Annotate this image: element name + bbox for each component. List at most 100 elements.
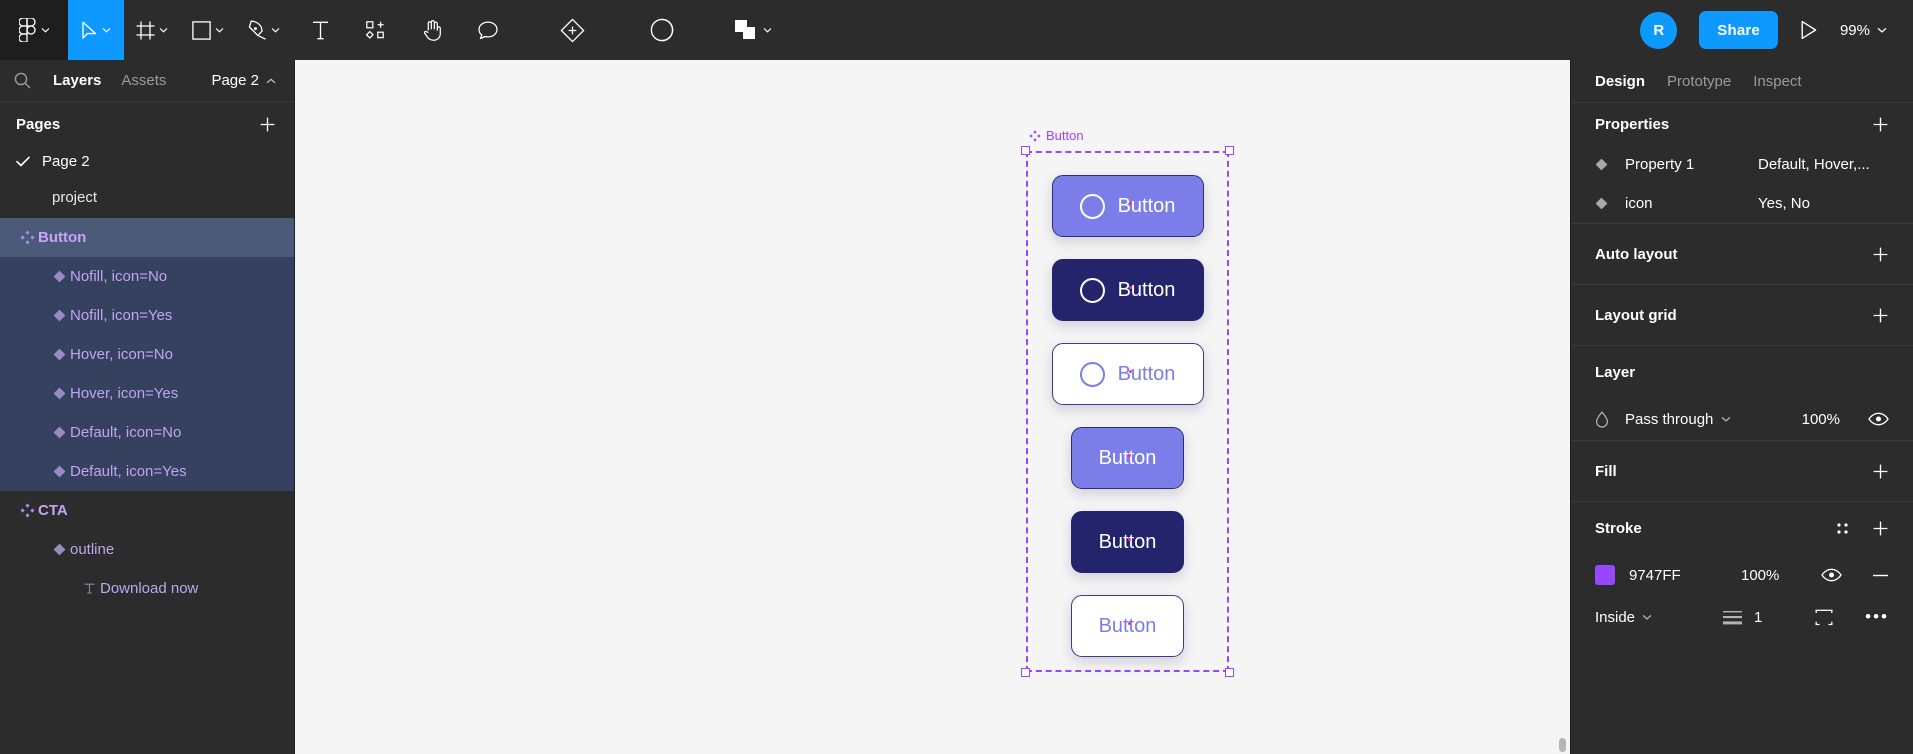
stroke-color-swatch[interactable] [1595,565,1615,585]
property-row-icon[interactable]: icon Yes, No [1571,184,1913,223]
add-layout-grid-button[interactable] [1872,307,1889,324]
add-property-button[interactable] [1872,116,1889,133]
stroke-weight-group[interactable]: 1 [1723,609,1762,626]
layer-row-variant-hover-icon-no[interactable]: Hover, icon=No [0,335,294,374]
button-variant-hover-icon-yes[interactable]: Button [1051,175,1204,237]
stroke-color-hex[interactable]: 9747FF [1629,566,1681,584]
present-button[interactable] [1800,20,1818,40]
layer-row-text-download-now[interactable]: Download now [0,569,294,608]
frame-label[interactable]: Button [1029,128,1084,143]
hand-tool-button[interactable] [404,0,460,60]
search-icon[interactable] [14,72,31,89]
variant-diamond-icon [1595,158,1625,171]
blend-mode-value[interactable]: Pass through [1625,410,1714,428]
comment-tool-button[interactable] [460,0,516,60]
actions-tool-button[interactable] [348,0,404,60]
layer-opacity-value[interactable]: 100% [1801,410,1840,428]
circle-icon [1079,277,1105,303]
stroke-color-row: 9747FF 100% [1571,554,1913,596]
layer-label: Hover, icon=Yes [70,385,179,402]
boolean-union-button[interactable] [724,0,782,60]
resize-handle-bottom-left[interactable] [1021,668,1030,677]
resize-handle-top-left[interactable] [1021,146,1030,155]
text-tool-button[interactable] [292,0,348,60]
layer-label: CTA [38,502,68,519]
variant-diamond-icon [48,465,70,478]
pen-tool-button[interactable] [236,0,292,60]
chevron-down-icon [1877,27,1887,33]
button-label: Button [1117,194,1176,217]
page-item-project[interactable]: project [0,179,294,215]
page-item-page-2[interactable]: Page 2 [0,143,294,179]
properties-section: Properties Property 1 Default, Hover,... [1571,102,1913,223]
variant-diamond-icon [48,543,70,556]
add-page-button[interactable] [259,116,276,133]
layer-row-variant-default-icon-yes[interactable]: Default, icon=Yes [0,452,294,491]
add-stroke-button[interactable] [1872,520,1889,537]
layer-row-variant-hover-icon-yes[interactable]: Hover, icon=Yes [0,374,294,413]
eye-icon[interactable] [1868,412,1889,426]
mask-button[interactable] [634,0,690,60]
hand-icon [423,19,442,41]
move-tool-button[interactable] [68,0,124,60]
tab-assets[interactable]: Assets [121,72,167,89]
fill-title: Fill [1595,462,1617,480]
button-variant-nofill-icon-no[interactable]: Button [1071,595,1184,657]
auto-layout-title: Auto layout [1595,245,1678,263]
button-label: Button [1098,530,1157,553]
chevron-down-icon[interactable] [1721,416,1731,422]
button-variant-default-icon-yes[interactable]: Button [1051,259,1204,321]
canvas-vertical-scrollbar[interactable] [1559,738,1566,752]
tab-inspect[interactable]: Inspect [1753,72,1802,90]
check-icon [16,156,42,167]
page-selector[interactable]: Page 2 [211,72,280,89]
design-canvas[interactable]: Button Button Button [295,60,1570,754]
layer-row-variant-outline[interactable]: outline [0,530,294,569]
button-variant-default-icon-no[interactable]: Button [1071,511,1184,573]
stroke-settings-row: Inside 1 [1571,596,1913,638]
stroke-align-select[interactable]: Inside [1595,609,1723,626]
page-item-label: Page 2 [42,152,90,170]
stroke-color-opacity[interactable]: 100% [1741,566,1780,584]
button-variant-nofill-icon-yes[interactable]: Button [1051,343,1204,405]
component-set-frame[interactable]: Button Button Button [1021,128,1234,677]
frame-tool-button[interactable] [124,0,180,60]
more-options-icon[interactable]: ••• [1865,607,1889,626]
layer-row-variant-nofill-icon-no[interactable]: Nofill, icon=No [0,257,294,296]
resize-handle-bottom-right[interactable] [1225,668,1234,677]
add-auto-layout-button[interactable] [1872,246,1889,263]
layer-row-button-component-set[interactable]: Button [0,218,294,257]
shape-tool-button[interactable] [180,0,236,60]
figma-menu-button[interactable] [0,0,68,60]
create-component-button[interactable] [544,0,600,60]
components-icon [365,20,387,40]
add-fill-button[interactable] [1872,463,1889,480]
button-variant-hover-icon-no[interactable]: Button [1071,427,1184,489]
layout-grid-title: Layout grid [1595,306,1677,324]
center-marker [1128,286,1132,289]
auto-layout-header: Auto layout [1571,224,1913,284]
top-toolbar: R Share 99% [0,0,1913,60]
minus-icon[interactable] [1872,574,1889,577]
stroke-styles-icon[interactable] [1835,521,1850,536]
resize-handle-top-right[interactable] [1225,146,1234,155]
individual-strokes-icon[interactable] [1815,609,1833,626]
toolbar-center-group [544,0,782,60]
text-layer-icon [78,582,100,595]
avatar[interactable]: R [1640,11,1678,49]
tab-prototype[interactable]: Prototype [1667,72,1732,90]
stroke-section: Stroke 9 [1571,501,1913,638]
share-button[interactable]: Share [1699,11,1778,49]
layer-row-variant-default-icon-no[interactable]: Default, icon=No [0,413,294,452]
tab-layers[interactable]: Layers [53,72,102,89]
zoom-level-button[interactable]: 99% [1840,22,1887,39]
layer-row-variant-nofill-icon-yes[interactable]: Nofill, icon=Yes [0,296,294,335]
play-icon [1800,20,1818,40]
right-properties-panel: Design Prototype Inspect Properties [1570,60,1913,754]
layer-row-cta-component-set[interactable]: CTA [0,491,294,530]
tab-design[interactable]: Design [1595,72,1646,90]
button-label: Button [1117,362,1176,385]
eye-icon[interactable] [1821,568,1842,582]
property-row-property-1[interactable]: Property 1 Default, Hover,... [1571,145,1913,184]
property-name: Property 1 [1625,156,1695,173]
